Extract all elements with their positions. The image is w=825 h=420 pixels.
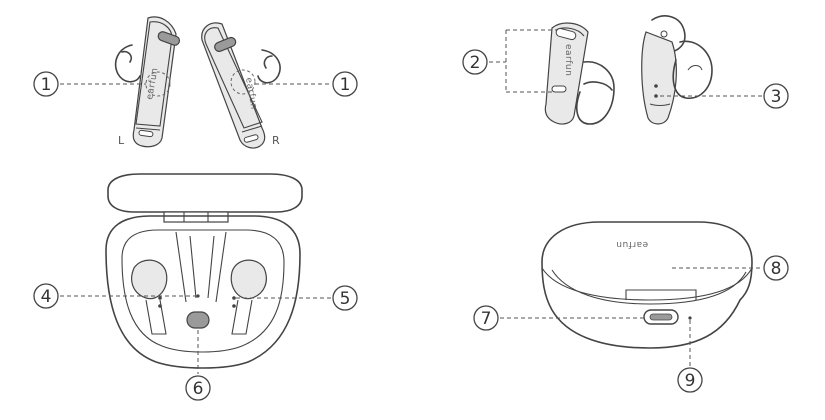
right-earbud-front: earfun: [201, 22, 281, 149]
earbud-side-view-right: [641, 15, 713, 125]
right-side-label: R: [272, 134, 280, 147]
case-brand: earfun: [616, 239, 648, 249]
callout-6-circle: [185, 375, 211, 401]
callout-2-circle: [462, 49, 488, 75]
callout-2-number: 2: [470, 53, 481, 73]
callout-9-number: 9: [685, 371, 696, 391]
callout-1-right-number: 1: [340, 75, 351, 95]
callout-8-circle: [763, 255, 789, 281]
callout-3-number: 3: [771, 87, 782, 107]
callout-7-number: 7: [481, 309, 492, 329]
callout-4-circle: [33, 283, 59, 309]
side-view-brand: earfun: [563, 44, 573, 76]
callout-9-circle: [677, 367, 703, 393]
callout-8-number: 8: [771, 259, 782, 279]
callout-5-number: 5: [340, 289, 351, 309]
left-side-label: L: [118, 134, 125, 147]
left-earbud-front: earfun: [114, 16, 181, 148]
callout-4-number: 4: [41, 287, 52, 307]
callout-7-circle: [473, 305, 499, 331]
charging-case-closed: earfun: [541, 221, 753, 349]
charging-case-open: [105, 173, 303, 369]
callout-1-left-circle: [33, 71, 59, 97]
callout-6-number: 6: [193, 379, 204, 399]
callout-1-right-circle: [332, 71, 358, 97]
callout-5-circle: [332, 285, 358, 311]
callout-3-circle: [763, 83, 789, 109]
callout-1-left-number: 1: [41, 75, 52, 95]
earbud-side-view-left: earfun: [544, 22, 615, 125]
